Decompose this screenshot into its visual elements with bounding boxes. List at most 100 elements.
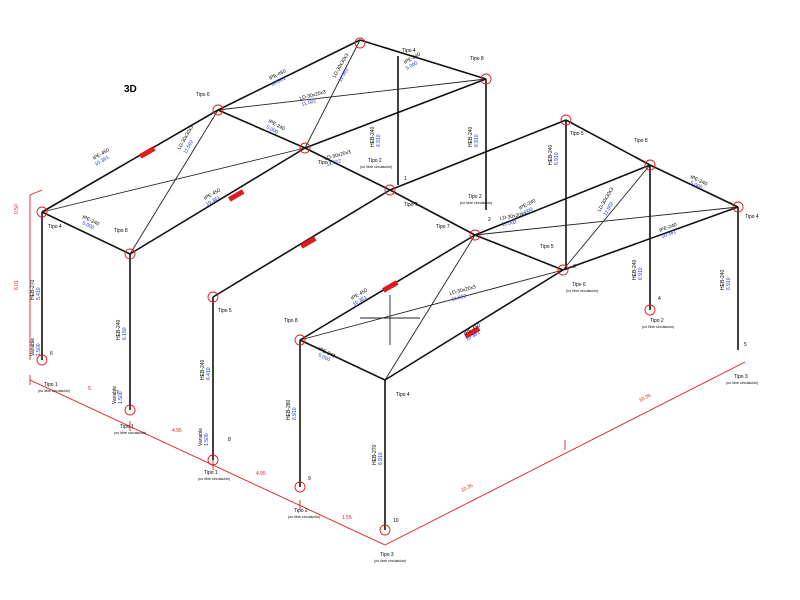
tipo-note-x: (no libre circulación) <box>288 515 320 519</box>
dim-width-3: 4.95 <box>256 471 266 477</box>
dim-height-cap <box>29 189 43 196</box>
brace-2 <box>41 147 306 213</box>
load-marks <box>139 146 481 339</box>
length-variable-1: 1.500 <box>36 343 42 356</box>
gable-left <box>41 211 131 255</box>
label-heb-9: HEB-280 <box>286 399 292 420</box>
length-ipe-9: 5.000 <box>689 180 703 191</box>
tipo-label-d: Tipo 7 <box>318 160 332 166</box>
base-support-2 <box>124 404 136 416</box>
support-node-h <box>384 184 396 196</box>
tipo-label-l: Tipo 4 <box>745 214 759 220</box>
length-heb-5: 6.910 <box>726 277 732 290</box>
tipo-label-g: Tipo 2 <box>368 158 382 164</box>
length-heb-8: 6.410 <box>206 367 212 380</box>
label-ipe-11: IPE-240 <box>659 222 678 234</box>
support-node-d <box>299 142 311 154</box>
support-node-l <box>557 264 569 276</box>
tipo-note-o: (no libre circulación) <box>566 289 598 293</box>
tipo-note-s: (no libre circulación) <box>642 325 674 329</box>
support-node-j <box>294 334 306 346</box>
label-heb-3: HEB-240 <box>548 144 554 165</box>
purlin-mid-2 <box>304 147 391 191</box>
tipo-label-x: Tipo 2 <box>294 508 308 514</box>
length-ipe-5: 5.000 <box>81 220 95 231</box>
rafter-link-3 <box>565 119 651 166</box>
tipo-label-i: Tipo 2 <box>468 194 482 200</box>
label-heb-5: HEB-240 <box>720 269 726 290</box>
node-9: 9 <box>308 476 311 482</box>
length-heb-6: 5.410 <box>36 287 42 300</box>
tipo-label-u: Tipo 1 <box>44 382 58 388</box>
supports <box>36 37 744 536</box>
load-mark-2 <box>228 189 245 202</box>
support-node-g <box>207 291 219 303</box>
label-ld-5: LD-30x20x3 <box>499 211 527 222</box>
rafter-mid-right <box>304 78 487 149</box>
tipo-note-i: (no libre circulación) <box>460 201 492 205</box>
dim-length-1: 10.35 <box>460 483 474 494</box>
rafter-back-left <box>41 109 219 213</box>
node-10: 10 <box>393 518 399 524</box>
base-support-6 <box>644 304 656 316</box>
tipo-note-g: (no libre circulación) <box>360 165 392 169</box>
bracing <box>41 39 739 381</box>
label-variable-2: Variable <box>112 386 118 404</box>
length-ipe-8: 5.000 <box>520 206 534 217</box>
purlin-link <box>389 189 476 236</box>
node-1: 1 <box>404 176 407 182</box>
brace-4 <box>304 39 361 149</box>
length-ipe-4: 5.000 <box>405 60 419 72</box>
tipo-label-a: Tipo 6 <box>196 92 210 98</box>
node-2: 2 <box>488 217 491 223</box>
length-heb-4: 6.910 <box>638 267 644 280</box>
length-ld-5: 11.502 <box>501 219 517 228</box>
support-node-c <box>212 104 224 116</box>
length-heb-3: 6.910 <box>554 152 560 165</box>
tipo-label-c: Tipo 8 <box>470 56 484 62</box>
rafter-front-bot <box>384 269 564 381</box>
support-node-n <box>732 201 744 213</box>
length-ld-4: 11.502 <box>326 158 342 168</box>
tipo-label-e: Tipo 4 <box>48 224 62 230</box>
purlin-mid <box>217 109 306 149</box>
node-numbers: 1 2 3 4 5 6 7 8 9 10 <box>50 176 747 524</box>
tipo-note-u: (no libre circulación) <box>38 389 70 393</box>
dim-height: 6.01 <box>14 280 20 290</box>
tipo-label-n: Tipo 5 <box>540 244 554 250</box>
length-heb-10: 6.910 <box>378 452 384 465</box>
tipo-label-v: Tipo 1 <box>120 424 134 430</box>
length-ipe-12: 5.000 <box>317 352 331 363</box>
tipo-label-p: Tipo 5 <box>218 308 232 314</box>
length-heb-1: 6.910 <box>376 134 382 147</box>
tipo-label-q: Tipo 8 <box>284 318 298 324</box>
load-mark-4 <box>382 280 399 293</box>
dimensions <box>29 189 746 546</box>
base-support-1 <box>36 354 48 366</box>
brace-5 <box>384 234 476 381</box>
tipo-note-v: (no libre circulación) <box>114 431 146 435</box>
tipo-label-b: Tipo 4 <box>402 48 416 54</box>
tipo-labels: Tipo 6 Tipo 4 Tipo 8 Tipo 7 Tipo 4 Tipo … <box>38 48 759 563</box>
rafter-link-2 <box>389 119 567 191</box>
base-support-4 <box>294 481 306 493</box>
node-8: 8 <box>228 437 231 443</box>
load-mark-3 <box>300 236 317 249</box>
rafter-mid-left <box>129 147 306 255</box>
dim-width-1: 5 <box>88 386 91 392</box>
label-variable-3: Variable <box>198 428 204 446</box>
label-heb-4: HEB-240 <box>632 259 638 280</box>
support-node-m <box>644 159 656 171</box>
tipo-note-y: (no libre circulación) <box>374 559 406 563</box>
label-heb-1: HEB-240 <box>370 126 376 147</box>
gable-front <box>299 339 386 381</box>
tipo-label-y: Tipo 3 <box>380 552 394 558</box>
support-node-i <box>560 114 572 126</box>
node-5: 5 <box>744 342 747 348</box>
rafter-back-ridge <box>217 39 361 111</box>
base-support-5 <box>379 524 391 536</box>
label-heb-8: HEB-240 <box>200 359 206 380</box>
rafter-back-right <box>359 39 487 80</box>
tipo-label-f: Tipo 8 <box>114 228 128 234</box>
